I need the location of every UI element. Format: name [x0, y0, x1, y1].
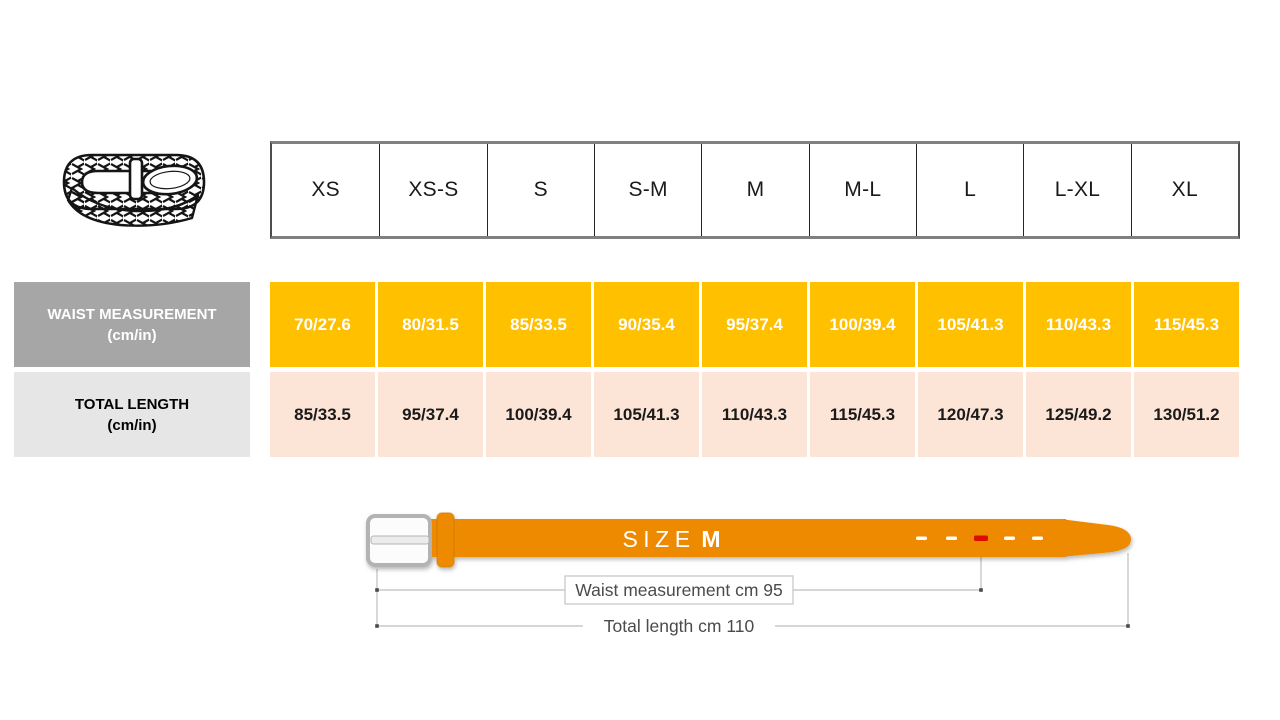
braided-belt-icon	[58, 148, 210, 232]
waist-note-text: Waist measurement cm 95	[575, 580, 782, 600]
waist-value-l-xl: 110/43.3	[1026, 282, 1131, 367]
total-length-row-label: TOTAL LENGTH (cm/in)	[14, 372, 250, 457]
waist-value-s-m: 90/35.4	[594, 282, 699, 367]
belt-hole-selected	[974, 535, 988, 541]
size-header-xs-s: XS-S	[379, 144, 486, 236]
size-header-l: L	[916, 144, 1023, 236]
size-header-xl: XL	[1130, 144, 1238, 236]
total-note-mask	[583, 612, 775, 639]
total-value-m-l: 115/45.3	[810, 372, 915, 457]
total-value-m: 110/43.3	[702, 372, 807, 457]
size-value-label: M	[701, 526, 720, 552]
belt-measurement-diagram: SIZE M Waist measurement cm 95 Total len…	[350, 495, 1150, 645]
belt-strap	[426, 519, 1066, 557]
belt-hole	[916, 536, 927, 540]
total-value-s-m: 105/41.3	[594, 372, 699, 457]
waist-measurement-values-row: 70/27.6 80/31.5 85/33.5 90/35.4 95/37.4 …	[270, 282, 1239, 367]
waist-measurement-label-unit: (cm/in)	[107, 326, 157, 344]
waist-note-box	[564, 575, 794, 605]
dimension-end-dots	[375, 588, 1130, 628]
waist-value-xs-s: 80/31.5	[378, 282, 483, 367]
belt-hole	[1004, 536, 1015, 540]
size-word-label: SIZE	[622, 526, 695, 552]
size-header-l-xl: L-XL	[1023, 144, 1130, 236]
belt-buckle-prong	[370, 535, 430, 545]
icon-belt-tip	[141, 164, 199, 196]
total-value-xs: 85/33.5	[270, 372, 375, 457]
icon-buckle-bar	[128, 157, 144, 201]
total-value-xs-s: 95/37.4	[378, 372, 483, 457]
total-length-label-unit: (cm/in)	[107, 416, 157, 434]
total-length-label-text: TOTAL LENGTH	[74, 395, 190, 413]
belt-diagram-svg: SIZE M Waist measurement cm 95 Total len…	[366, 512, 1131, 639]
waist-value-l: 105/41.3	[918, 282, 1023, 367]
total-value-xl: 130/51.2	[1134, 372, 1239, 457]
belt-keeper-loop	[436, 512, 455, 568]
waist-value-xl: 115/45.3	[1134, 282, 1239, 367]
waist-measurement-row-label: WAIST MEASUREMENT (cm/in)	[14, 282, 250, 367]
belt-holes	[916, 535, 1043, 541]
size-header-s-m: S-M	[594, 144, 701, 236]
belt-hole	[946, 536, 957, 540]
total-note-text: Total length cm 110	[604, 616, 755, 636]
waist-value-m: 95/37.4	[702, 282, 807, 367]
waist-value-xs: 70/27.6	[270, 282, 375, 367]
size-header-s: S	[486, 144, 594, 236]
size-header-m: M	[701, 144, 808, 236]
waist-value-s: 85/33.5	[486, 282, 591, 367]
waist-value-m-l: 100/39.4	[810, 282, 915, 367]
total-value-l: 120/47.3	[918, 372, 1023, 457]
belt-hole	[1032, 536, 1043, 540]
total-value-s: 100/39.4	[486, 372, 591, 457]
total-value-l-xl: 125/49.2	[1026, 372, 1131, 457]
waist-measurement-label-text: WAIST MEASUREMENT	[47, 305, 217, 323]
size-header-m-l: M-L	[808, 144, 916, 236]
braided-belt-icon-svg	[62, 153, 206, 227]
size-header-xs: XS	[311, 178, 340, 201]
total-length-values-row: 85/33.5 95/37.4 100/39.4 105/41.3 110/43…	[270, 372, 1239, 457]
size-header-row: XS XS-S S S-M M M-L L L-XL XL	[270, 141, 1240, 239]
belt-tip	[1060, 519, 1131, 557]
